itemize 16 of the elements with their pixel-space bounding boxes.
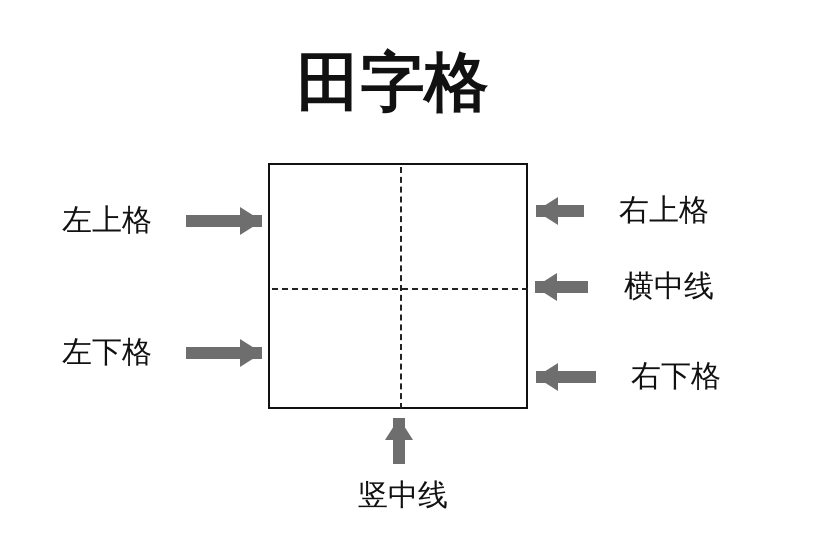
part-label: 横中线 xyxy=(588,267,726,307)
part-label: 右上格 xyxy=(584,191,720,231)
part-label: 右下格 xyxy=(596,357,732,397)
part-label: 左上格 xyxy=(52,201,186,241)
arrow xyxy=(385,418,413,464)
arrow xyxy=(536,197,584,225)
grid-square xyxy=(268,163,528,409)
arrow xyxy=(536,363,596,391)
arrow xyxy=(535,273,588,301)
arrow xyxy=(186,339,262,367)
vertical-midline xyxy=(400,167,402,409)
part-label: 竖中线 xyxy=(348,464,458,516)
title: 田字格 xyxy=(296,45,490,121)
part-label: 左下格 xyxy=(52,333,186,373)
horizontal-midline xyxy=(272,288,528,290)
arrow xyxy=(186,207,262,235)
